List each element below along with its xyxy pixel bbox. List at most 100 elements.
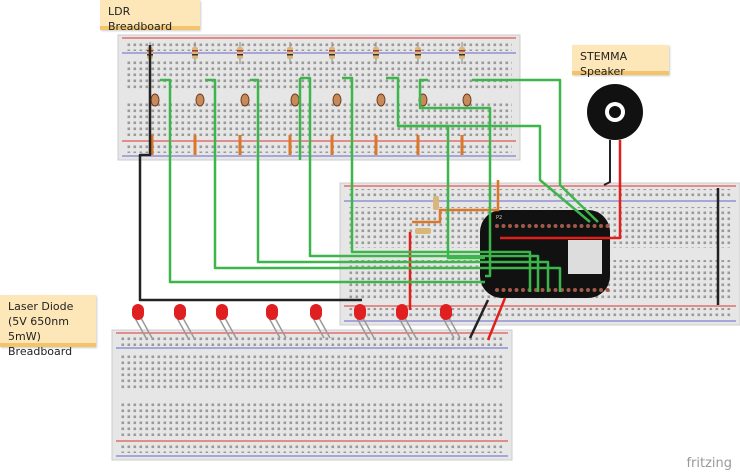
header-pin: [540, 288, 545, 292]
header-pin: [586, 288, 590, 292]
pocketbeagle-board: P2: [480, 210, 610, 298]
header-pin: [566, 224, 571, 228]
terminal-holes: [120, 401, 504, 436]
laser-lead: [404, 317, 417, 339]
ldr: [462, 93, 472, 107]
resistor-band: [329, 50, 335, 52]
resistor: [415, 47, 421, 59]
header-pin: [527, 224, 532, 228]
header-pin: [553, 288, 558, 292]
laser-lead: [218, 317, 231, 339]
header-pin: [508, 224, 512, 228]
rail-holes: [126, 143, 512, 153]
resistor: [415, 228, 431, 234]
resistor: [237, 47, 243, 59]
header-pin: [495, 288, 499, 292]
laser-lead: [318, 317, 331, 339]
header-pin: [501, 224, 506, 228]
header-pin: [566, 288, 571, 292]
header-pin: [540, 224, 545, 228]
laser-diode: [354, 304, 366, 320]
resistor-band: [415, 50, 421, 52]
board-header-label: P2: [496, 215, 502, 221]
red-wire: [486, 297, 507, 341]
ldr: [150, 93, 160, 107]
laser-lead: [398, 317, 411, 339]
rail-holes: [126, 41, 512, 51]
resistor-band: [415, 54, 421, 56]
resistor-band: [329, 54, 335, 56]
resistor: [373, 47, 379, 59]
board-body: [480, 210, 610, 298]
header-pin: [599, 288, 603, 292]
laser-lead: [362, 317, 375, 339]
header-pin: [605, 224, 610, 228]
orange-wire: [412, 180, 500, 224]
rail-holes: [120, 336, 504, 346]
header-pin: [560, 224, 564, 228]
breadboard-body: [117, 34, 521, 161]
green-wire: [342, 76, 532, 292]
resistor-band: [459, 54, 465, 56]
header-pin: [592, 288, 597, 292]
header-pin: [579, 288, 584, 292]
laser-lead: [442, 317, 455, 339]
black-wire: [468, 299, 490, 339]
resistor: [433, 196, 439, 210]
header-pin: [592, 224, 597, 228]
ldr: [376, 93, 386, 107]
header-pin: [586, 224, 590, 228]
green-wire: [250, 78, 550, 292]
header-pin: [521, 288, 525, 292]
laser-diode: [132, 304, 144, 320]
resistor-band: [237, 54, 243, 56]
black-wire: [603, 140, 611, 186]
laser-diode: [216, 304, 228, 320]
speaker-center: [609, 106, 621, 118]
laser-lead: [140, 317, 153, 339]
resistor-band: [192, 54, 198, 56]
speaker-label: STEMMA Speaker: [572, 45, 669, 78]
ldr: [290, 93, 300, 107]
laser-lead: [134, 317, 147, 339]
ldr: [195, 93, 205, 107]
green-wire: [418, 78, 492, 278]
header-pin: [495, 224, 499, 228]
header-pin: [573, 224, 577, 228]
laser-diode: [310, 304, 322, 320]
laser-diode: [266, 304, 278, 320]
header-pin: [547, 224, 551, 228]
header-pin: [501, 288, 506, 292]
green-wire: [472, 78, 599, 223]
laser-diode: [174, 304, 186, 320]
laser-breadboard: [111, 329, 513, 461]
header-pin: [605, 288, 610, 292]
terminal-holes: [126, 59, 512, 92]
resistor-band: [287, 50, 293, 52]
header-pin: [534, 224, 538, 228]
rail-holes: [348, 189, 732, 199]
green-wire: [205, 78, 562, 292]
header-pin: [521, 224, 525, 228]
terminal-holes: [120, 354, 504, 389]
header-pin: [579, 224, 584, 228]
resistor: [287, 47, 293, 59]
green-wire: [398, 124, 591, 223]
ldr-breadboard-label: LDR Breadboard: [100, 0, 200, 33]
green-wire: [160, 78, 485, 284]
laser-lead: [268, 317, 281, 339]
laser-diode: [440, 304, 452, 320]
header-pin: [573, 288, 577, 292]
laser-breadboard-label: Laser Diode (5V 650nm 5mW) Breadboard: [0, 295, 96, 358]
rail-holes: [120, 443, 504, 453]
laser-diode: [396, 304, 408, 320]
resistor-band: [237, 50, 243, 52]
green-wire: [300, 76, 540, 292]
laser-lead: [312, 317, 325, 339]
laser-lead: [176, 317, 189, 339]
resistor-band: [373, 54, 379, 56]
fritzing-watermark: fritzing: [686, 456, 732, 471]
laser-lead: [224, 317, 237, 339]
laser-lead: [448, 317, 461, 339]
resistor: [192, 47, 198, 59]
